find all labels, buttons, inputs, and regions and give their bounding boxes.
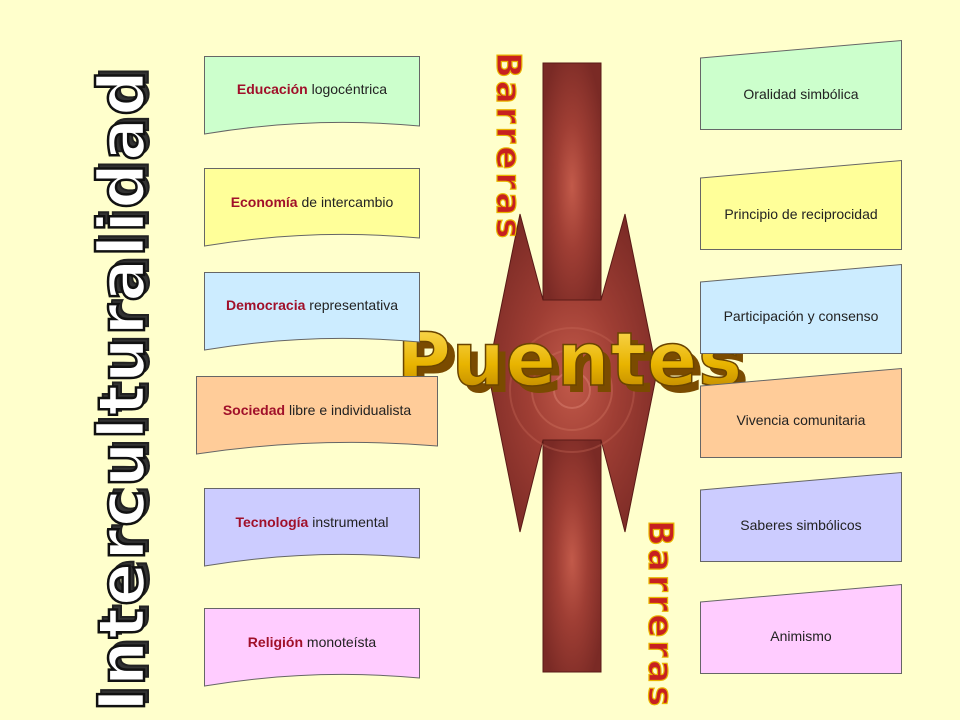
left-card-education: Educación logocéntrica [204, 56, 420, 135]
left-card-label: Educación logocéntrica [236, 81, 388, 97]
right-card-label: Principio de reciprocidad [724, 206, 878, 222]
center-title: Puentes [397, 317, 743, 403]
right-card-label: Saberes simbólicos [740, 517, 862, 533]
vertical-title: Interculturalidad [86, 68, 160, 712]
left-card-society: Sociedad libre e individualista [196, 376, 438, 455]
right-card-oral: Oralidad simbólica [700, 39, 902, 130]
right-card-reciprocity: Principio de reciprocidad [700, 159, 902, 250]
right-card-label: Animismo [770, 628, 832, 644]
left-card-democracy: Democracia representativa [204, 272, 420, 351]
barrier-bottom-text: Barreras [640, 520, 680, 709]
right-card-participation: Participación y consenso [700, 263, 902, 354]
left-card-religion: Religión monoteísta [204, 608, 420, 687]
center-title-shadow: Puentes [404, 324, 750, 410]
right-card-label: Participación y consenso [723, 308, 879, 324]
left-card-label: Tecnología instrumental [235, 514, 389, 530]
left-card-label: Economía de intercambio [230, 194, 394, 210]
bottom-post [542, 439, 602, 673]
right-card-label: Vivencia comunitaria [736, 412, 866, 428]
left-card-label: Democracia representativa [226, 297, 398, 313]
right-card-community: Vivencia comunitaria [700, 367, 902, 458]
barrier-top-text: Barreras [488, 52, 528, 241]
right-card-animism: Animismo [700, 583, 902, 674]
left-card-economy: Economía de intercambio [204, 168, 420, 247]
left-card-technology: Tecnología instrumental [204, 488, 420, 567]
right-card-label: Oralidad simbólica [743, 86, 859, 102]
top-post [542, 62, 602, 301]
right-card-knowledge: Saberes simbólicos [700, 471, 902, 562]
left-card-label: Religión monoteísta [247, 634, 377, 650]
vertical-title-shadow: Interculturalidad [90, 64, 164, 708]
left-card-label: Sociedad libre e individualista [222, 402, 412, 418]
